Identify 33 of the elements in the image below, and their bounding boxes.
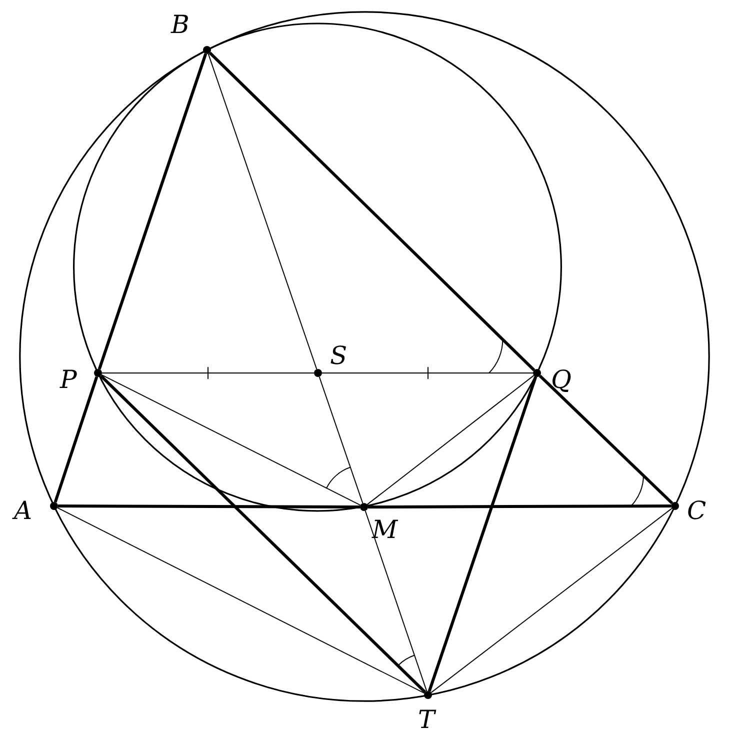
line-segment: [428, 376, 538, 692]
line-segment: [368, 504, 671, 508]
line-segment: [101, 374, 361, 506]
point-dot: [50, 502, 58, 510]
point-label: P: [60, 367, 77, 393]
line-segment: [208, 52, 536, 372]
line-segment: [538, 374, 674, 504]
point-dot: [671, 502, 679, 510]
point-dot: [360, 503, 368, 511]
line-segment: [322, 372, 534, 374]
point-label: S: [330, 343, 348, 369]
line-segment: [98, 53, 208, 370]
line-segment: [58, 504, 360, 508]
point-label: B: [171, 12, 190, 38]
point-dot: [94, 369, 102, 377]
line-segment: [57, 507, 425, 694]
line-segment: [364, 510, 428, 692]
point-label: T: [418, 707, 435, 733]
line-segment: [430, 508, 672, 694]
line-segment: [208, 53, 318, 370]
point-dot: [533, 369, 541, 377]
line-segment: [318, 376, 364, 504]
line-segment: [54, 376, 98, 503]
point-dot: [424, 691, 432, 699]
point-label: C: [687, 498, 706, 524]
point-label: M: [372, 517, 398, 543]
point-dot: [314, 369, 322, 377]
line-segment: [100, 374, 426, 694]
point-dot: [203, 46, 211, 54]
line-segment: [102, 372, 314, 374]
point-label: Q: [551, 367, 572, 393]
point-label: A: [14, 498, 32, 524]
line-segment: [366, 374, 534, 506]
